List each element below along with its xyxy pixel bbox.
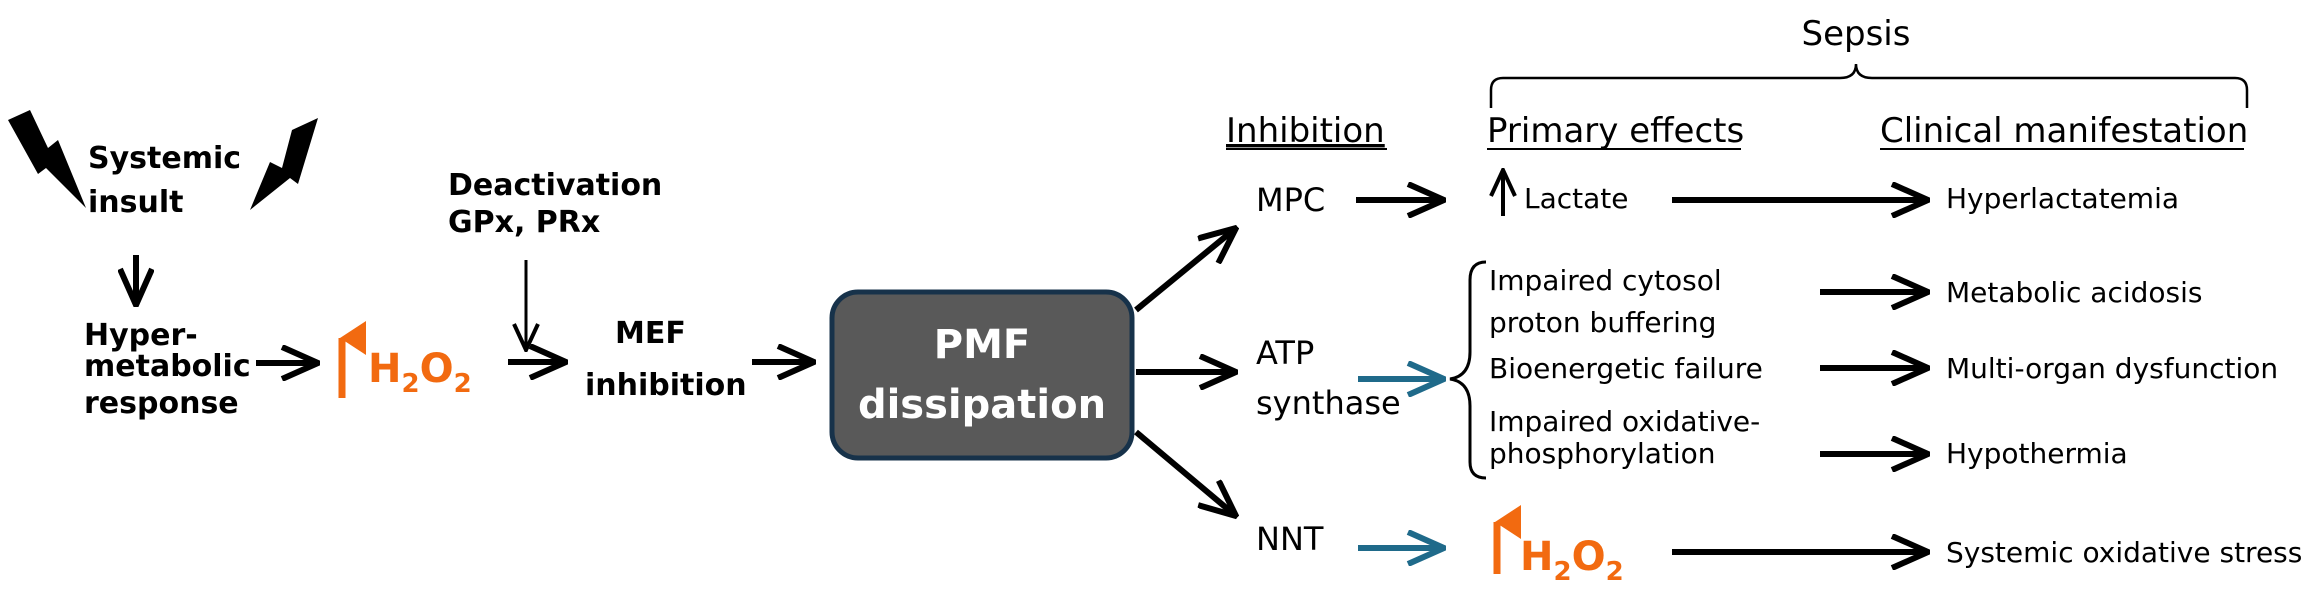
target-nnt: NNT [1256,520,1324,558]
clinical-oxidative: Systemic oxidative stress [1946,536,2302,569]
systemic-insult-line1: Systemic [88,141,241,176]
h2o2-label-right: H2O2 [1520,534,1624,587]
header-inhibition: Inhibition [1226,111,1385,151]
sepsis-label: Sepsis [1802,14,1911,54]
pmf-dissipation-box [829,289,1135,461]
mef-line2: inhibition [585,368,747,403]
target-mpc: MPC [1256,181,1325,219]
clinical-hypothermia: Hypothermia [1946,437,2128,470]
effect-oxphos-line1: Impaired oxidative- [1489,405,1760,438]
pmf-line2: dissipation [858,382,1106,428]
effect-oxphos-line2: phosphorylation [1489,437,1716,470]
lightning-bolt-icon [8,110,86,208]
effect-bioenergetic: Bioenergetic failure [1489,352,1763,385]
h2o2-label: H2O2 [368,346,472,399]
hypermetabolic-line3: response [84,386,239,421]
deactivation-line1: Deactivation [448,168,662,203]
sepsis-brace [1489,63,2249,108]
lightning-bolt-icon [250,118,318,210]
header-primary-effects: Primary effects [1487,111,1744,151]
hypermetabolic-line2: metabolic [84,349,251,384]
target-atp-line1: ATP [1256,334,1314,372]
arrow-pmf-to-nnt [1134,429,1236,516]
arrow-pmf-to-mpc [1134,228,1236,313]
mef-line1: MEF [615,316,686,351]
target-atp-line2: synthase [1256,384,1401,422]
header-clinical: Clinical manifestation [1880,111,2248,151]
systemic-insult-line2: insult [88,185,183,220]
effect-cytosol-line2: proton buffering [1489,306,1716,339]
effects-brace [1449,260,1487,480]
hypermetabolic-line1: Hyper- [84,318,198,353]
deactivation-line2: GPx, PRx [448,205,600,240]
clinical-mod: Multi-organ dysfunction [1946,352,2278,385]
effect-cytosol-line1: Impaired cytosol [1489,264,1722,297]
pmf-line1: PMF [934,322,1030,368]
lactate-label: Lactate [1524,182,1629,215]
clinical-acidosis: Metabolic acidosis [1946,276,2202,309]
clinical-hyperlactatemia: Hyperlactatemia [1946,182,2179,215]
